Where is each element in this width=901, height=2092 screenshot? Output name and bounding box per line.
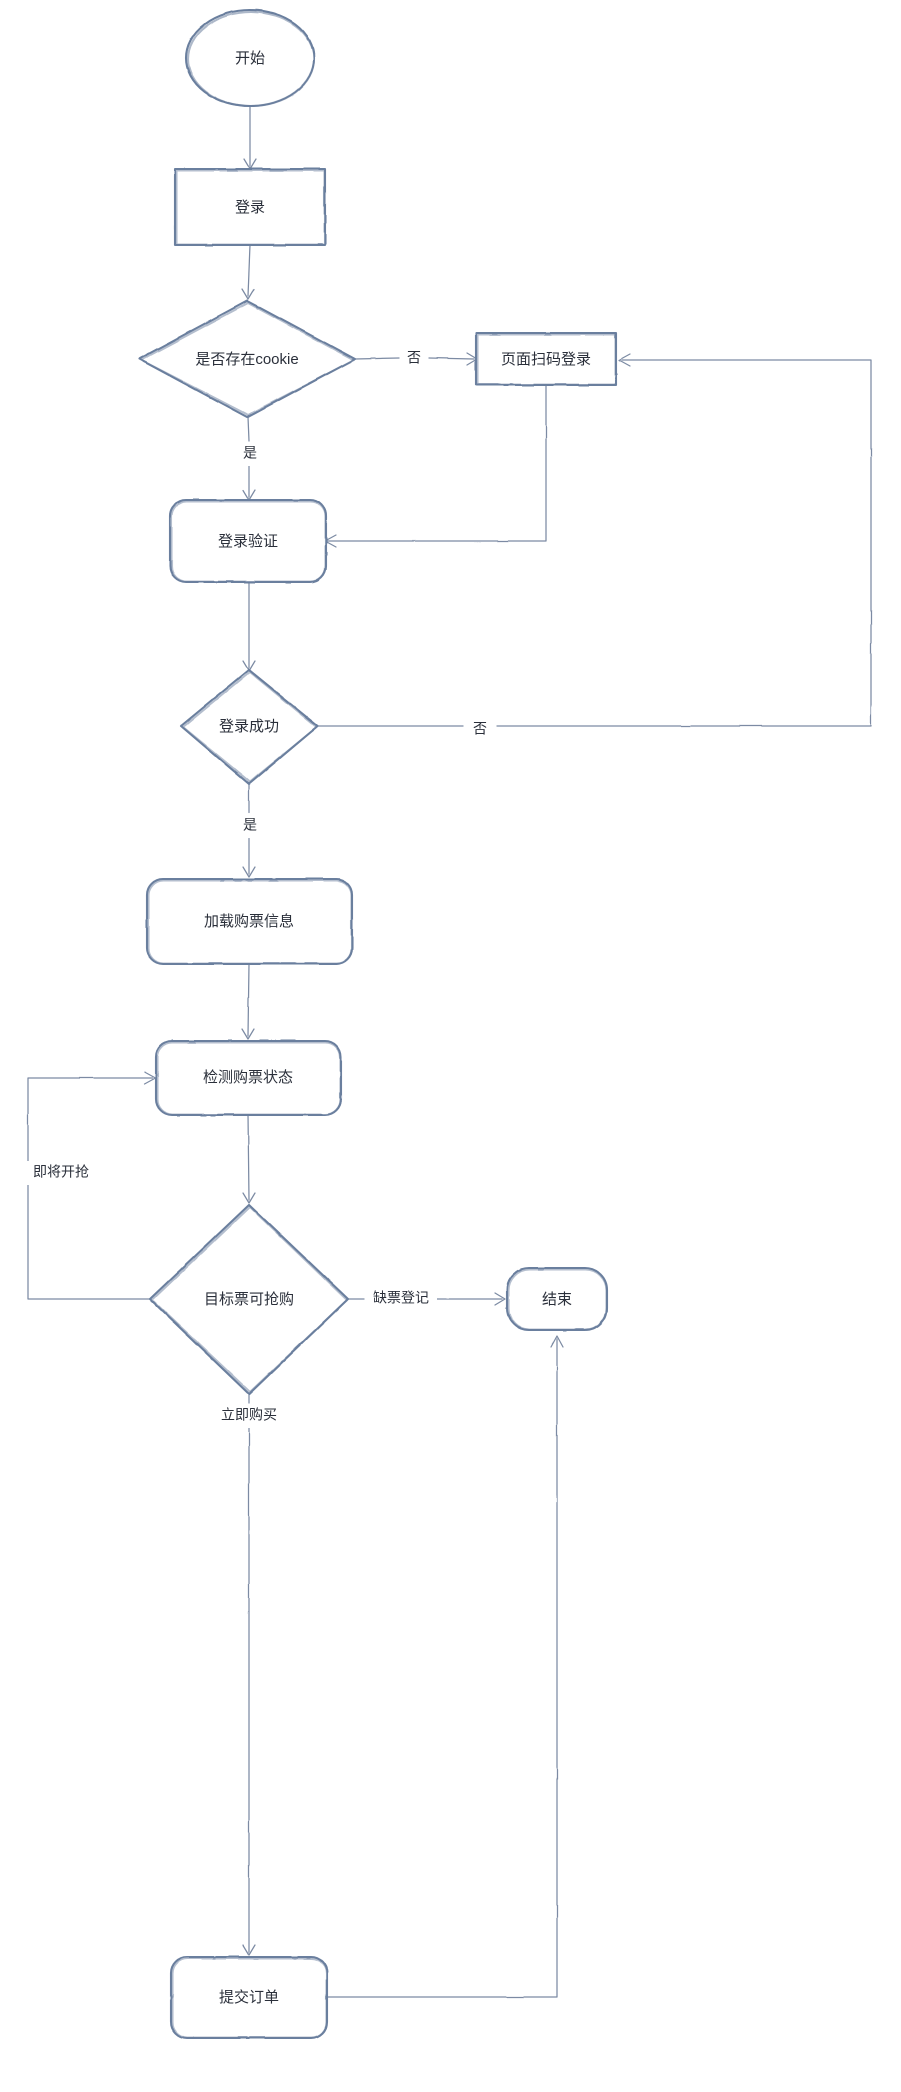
- edge-label-buy-now-text: 立即购买: [221, 1407, 277, 1423]
- edge-label-no-1-text: 否: [407, 350, 421, 366]
- edge-label-no-2: 否: [466, 718, 494, 742]
- edge-label-yes-2: 是: [237, 814, 263, 838]
- node-login[interactable]: 登录: [173, 167, 327, 247]
- edge-label-no-1: 否: [401, 347, 427, 371]
- edge-canbuy-to-end: [347, 1292, 506, 1306]
- node-start-label: 开始: [235, 50, 265, 67]
- edge-loadinfo-to-checkstate: [241, 963, 255, 1040]
- edge-label-yes-1-text: 是: [243, 445, 257, 461]
- node-ticket-available[interactable]: 目标票可抢购: [148, 1203, 350, 1396]
- node-load-ticket-info[interactable]: 加载购票信息: [145, 877, 354, 966]
- edge-verify-to-loginok: [242, 582, 256, 672]
- edge-label-yes-1: 是: [237, 442, 263, 466]
- node-scan-login-label: 页面扫码登录: [501, 351, 591, 368]
- edge-submit-to-end: [326, 1335, 564, 1998]
- node-load-ticket-info-label: 加载购票信息: [204, 913, 294, 930]
- node-ticket-available-label: 目标票可抢购: [204, 1290, 294, 1308]
- edge-loginok-to-scanlogin: [317, 353, 872, 727]
- node-has-cookie[interactable]: 是否存在cookie: [137, 299, 357, 419]
- node-login-verify[interactable]: 登录验证: [168, 498, 328, 584]
- node-login-success-label: 登录成功: [219, 718, 279, 735]
- edge-start-to-login: [243, 105, 257, 170]
- node-submit-order-label: 提交订单: [219, 1988, 279, 2006]
- node-login-verify-label: 登录验证: [218, 533, 278, 550]
- node-scan-login[interactable]: 页面扫码登录: [474, 331, 618, 387]
- node-end[interactable]: 结束: [505, 1266, 609, 1332]
- node-submit-order[interactable]: 提交订单: [169, 1955, 329, 2040]
- edge-label-no-2-text: 否: [473, 721, 487, 737]
- edge-checkstate-to-canbuy: [242, 1113, 256, 1204]
- node-check-ticket-state[interactable]: 检测购票状态: [154, 1039, 343, 1117]
- edge-login-to-hascookie: [241, 244, 255, 300]
- edge-label-ticket-shortage-text: 缺票登记: [373, 1290, 429, 1306]
- node-login-label: 登录: [235, 199, 265, 216]
- edge-label-yes-2-text: 是: [243, 817, 257, 833]
- edge-scanlogin-to-verify: [324, 378, 547, 548]
- edge-canbuy-to-submit: [242, 1393, 256, 1956]
- node-check-ticket-state-label: 检测购票状态: [203, 1069, 293, 1086]
- edge-label-about-to-start: 即将开抢: [0, 1161, 89, 1185]
- node-end-label: 结束: [542, 1291, 572, 1308]
- edge-label-ticket-shortage: 缺票登记: [365, 1287, 437, 1311]
- edge-loginok-to-loadinfo: [242, 783, 256, 878]
- node-has-cookie-label: 是否存在cookie: [195, 351, 298, 368]
- node-login-success[interactable]: 登录成功: [179, 668, 320, 786]
- edge-label-about-to-start-text: 即将开抢: [33, 1164, 89, 1180]
- node-start[interactable]: 开始: [184, 8, 316, 108]
- edge-label-buy-now: 立即购买: [213, 1404, 285, 1428]
- edge-canbuy-to-checkstate: [27, 1071, 157, 1300]
